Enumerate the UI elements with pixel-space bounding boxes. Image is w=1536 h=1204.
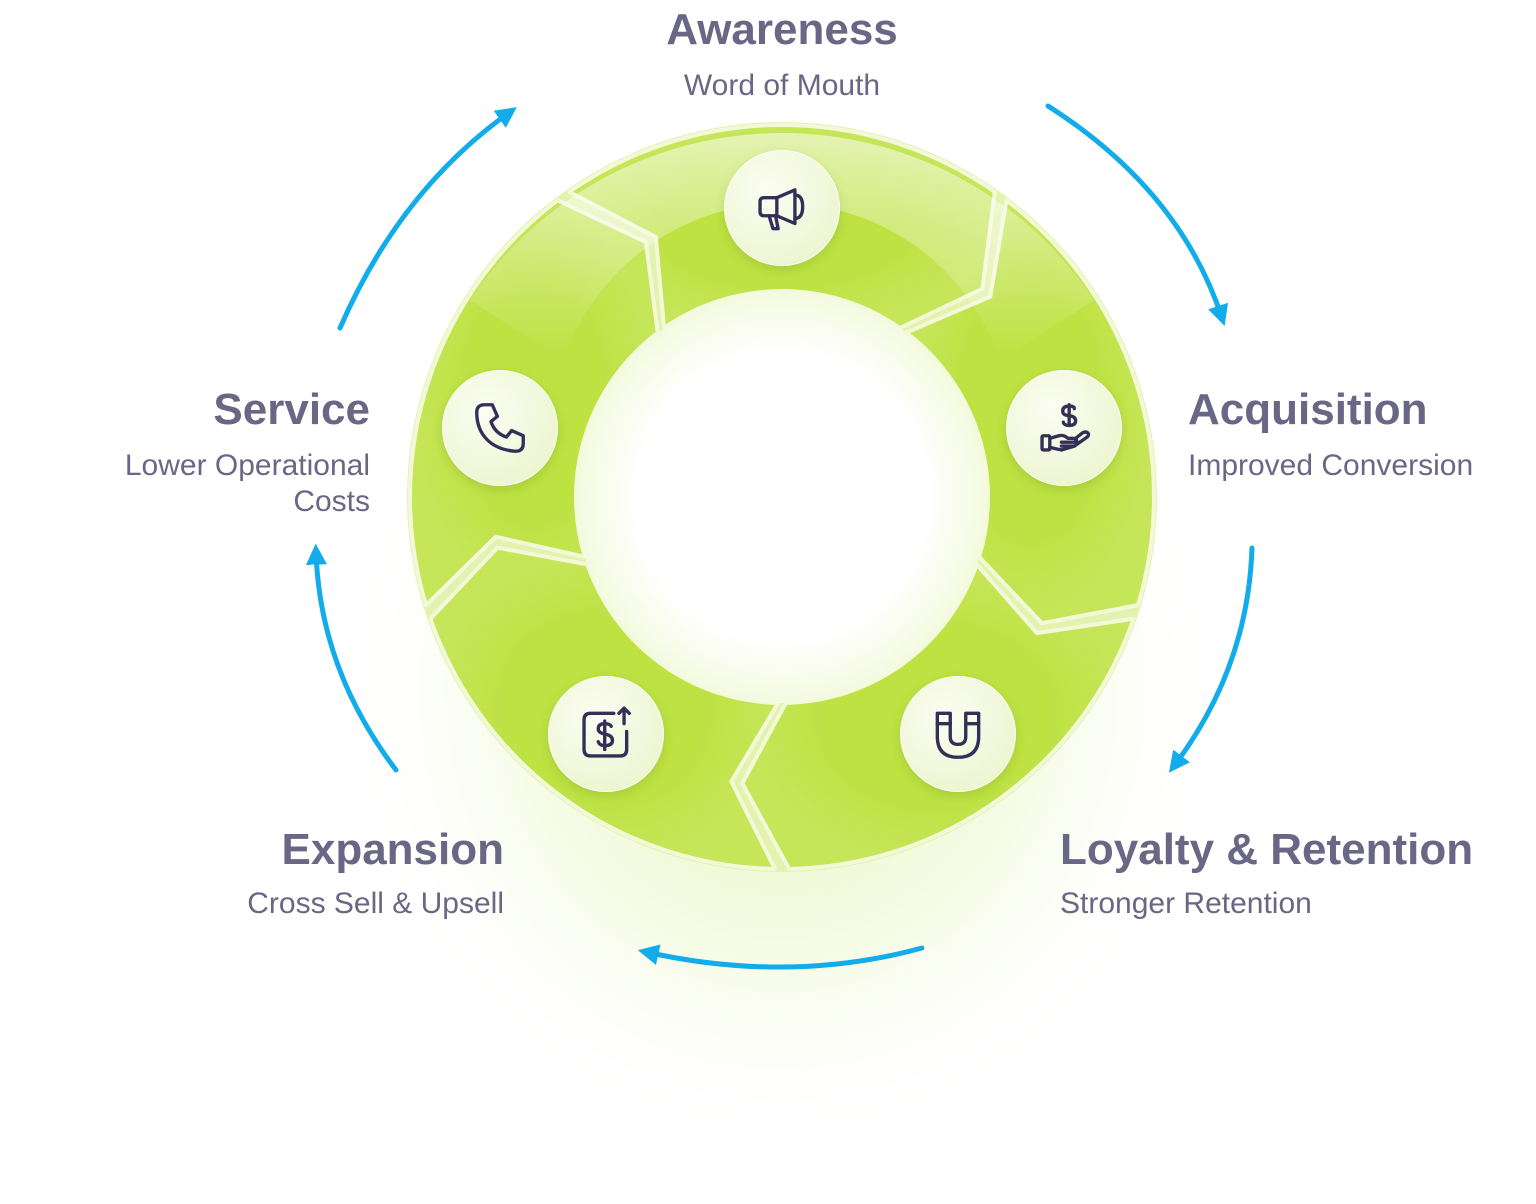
ring-highlight <box>470 133 1094 360</box>
service-subtitle-line2: Costs <box>293 485 370 518</box>
arrow-acquisition-to-loyalty <box>1168 545 1255 773</box>
acquisition-icon-badge <box>1006 370 1122 486</box>
acquisition-subtitle: Improved Conversion <box>1188 449 1474 482</box>
awareness-icon-badge <box>724 150 840 266</box>
expansion-title: Expansion <box>281 825 505 874</box>
loyalty-subtitle: Stronger Retention <box>1060 887 1312 920</box>
hand-dollar-icon <box>1040 403 1091 452</box>
loyalty-icon-badge <box>900 676 1016 792</box>
arrow-loyalty-to-expansion <box>637 944 925 970</box>
service-icon-badge <box>442 370 558 486</box>
arrow-service-to-awareness <box>337 107 517 331</box>
phone-icon <box>475 403 525 453</box>
loyalty-title: Loyalty & Retention <box>1060 825 1474 874</box>
dollar-up-icon <box>582 706 631 758</box>
arrow-expansion-to-service <box>305 543 399 773</box>
awareness-subtitle: Word of Mouth <box>683 69 881 102</box>
megaphone-icon <box>758 188 805 231</box>
ring-center <box>576 291 988 703</box>
service-subtitle-line1: Lower Operational <box>124 449 370 482</box>
expansion-subtitle: Cross Sell & Upsell <box>247 887 504 920</box>
expansion-icon-badge <box>548 676 664 792</box>
magnet-icon <box>935 711 981 759</box>
service-title: Service <box>213 385 370 434</box>
awareness-title: Awareness <box>666 5 898 54</box>
acquisition-title: Acquisition <box>1188 385 1428 434</box>
arrow-awareness-to-acquisition <box>1045 103 1229 326</box>
